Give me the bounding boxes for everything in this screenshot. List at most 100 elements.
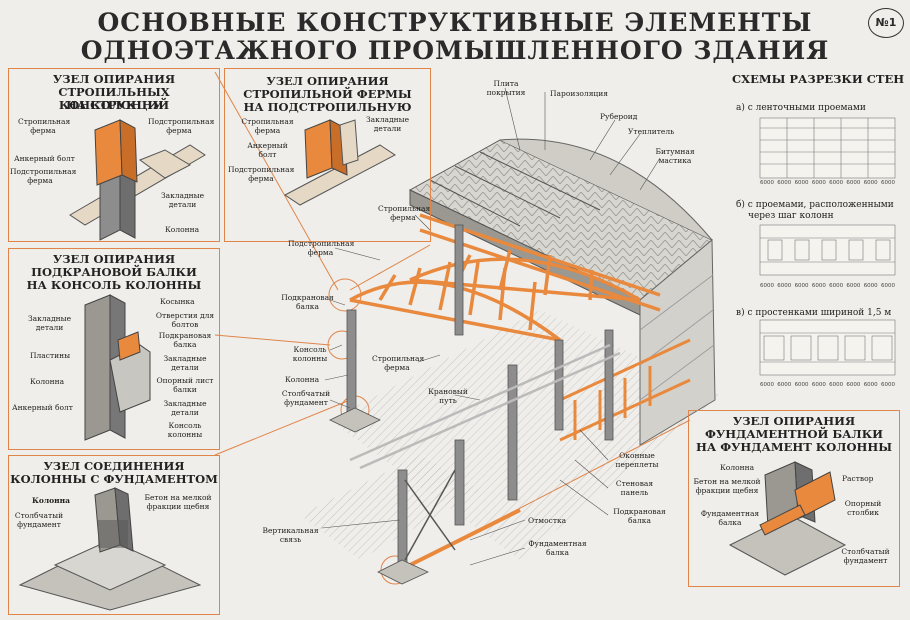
label-support-post: Опорный столбик <box>844 499 882 517</box>
panel4-heading-2: КОЛОННЫ С ФУНДАМЕНТОМ <box>10 472 218 486</box>
wall-dims-a: 6000 6000 6000 6000 6000 6000 6000 6000 <box>760 180 895 186</box>
label-p3-console: Консоль колонны <box>167 421 203 439</box>
panel3-heading-2: ПОДКРАНОВОЙ БАЛКИ <box>31 265 197 279</box>
label-subtruss-2: Подстропильная ферма <box>10 167 77 185</box>
dim-b-3: 6000 <box>794 283 809 289</box>
label-truss: Стропильная ферма <box>18 117 71 135</box>
dim-a-4: 6000 <box>811 180 826 186</box>
label-bitumen-mastic: Битумная мастика <box>655 147 695 165</box>
label-p5-concrete: Бетон на мелкой фракции щебня <box>693 477 761 495</box>
dim-a-1: 6000 <box>760 180 774 186</box>
panel5-heading-1: УЗЕЛ ОПИРАНИЯ <box>732 414 856 428</box>
label-crane-track: Крановый путь <box>428 387 468 405</box>
label-p2-truss: Стропильная ферма <box>241 117 294 135</box>
label-column: Колонна <box>165 225 200 234</box>
panel-foundation-beam: УЗЕЛ ОПИРАНИЯ ФУНДАМЕНТНОЙ БАЛКИ НА ФУНД… <box>688 410 900 587</box>
label-p3-anchor: Анкерный болт <box>12 403 73 412</box>
dim-c-2: 6000 <box>777 382 792 388</box>
dim-a-7: 6000 <box>863 180 878 186</box>
walls-b-caption-1: б) с проемами, расположенными <box>736 200 894 210</box>
dim-a-6: 6000 <box>846 180 861 186</box>
panel1-heading-1: УЗЕЛ ОПИРАНИЯ <box>52 72 176 86</box>
label-p3-embedded-right: Закладные детали <box>163 354 207 372</box>
panel4-heading-1: УЗЕЛ СОЕДИНЕНИЯ <box>43 459 185 473</box>
dim-c-1: 6000 <box>760 382 774 388</box>
dim-b-7: 6000 <box>863 283 878 289</box>
detail-drawing-column-footing <box>18 487 202 611</box>
dim-c-7: 6000 <box>863 382 878 388</box>
dim-b-5: 6000 <box>829 283 844 289</box>
detail-drawing-truss-on-subtruss <box>284 119 396 206</box>
label-holes: Отверстия для болтов <box>155 311 215 329</box>
dim-a-5: 6000 <box>829 180 844 186</box>
label-main-console: Консоль колонны <box>292 345 328 363</box>
label-roof-slab: Плита покрытия <box>486 79 526 97</box>
wall-dims-b: 6000 6000 6000 6000 6000 6000 6000 6000 <box>760 283 895 289</box>
label-p3-embedded-right-2: Закладные детали <box>163 399 207 417</box>
panel-truss-on-column: УЗЕЛ ОПИРАНИЯ СТРОПИЛЬНЫХ КОНСТРУКЦИЙ НА… <box>8 68 220 242</box>
dim-b-1: 6000 <box>760 283 774 289</box>
walls-a-caption: а) с ленточными проемами <box>736 103 866 113</box>
detail-drawing-crane-beam-console <box>84 294 151 441</box>
label-ruberoid: Рубероид <box>600 112 638 121</box>
label-subtruss: Подстропильная ферма <box>148 117 215 135</box>
label-plates: Пластины <box>30 351 71 360</box>
label-anchor-bolt: Анкерный болт <box>14 154 75 163</box>
dim-c-4: 6000 <box>811 382 826 388</box>
detail-drawing-foundation-beam <box>728 461 847 576</box>
panel-crane-beam-console: УЗЕЛ ОПИРАНИЯ ПОДКРАНОВОЙ БАЛКИ НА КОНСО… <box>8 248 220 450</box>
label-main-column: Колонна <box>285 375 320 384</box>
dim-a-2: 6000 <box>777 180 792 186</box>
dim-b-8: 6000 <box>880 283 895 289</box>
label-p5-column: Колонна <box>720 463 755 472</box>
panel2-heading-3: НА ПОДСТРОПИЛЬНУЮ <box>243 100 412 114</box>
label-p5-beam: Фундаментная балка <box>700 509 760 527</box>
panel1-heading-2: СТРОПИЛЬНЫХ КОНСТРУКЦИЙ <box>58 85 170 112</box>
label-main-truss-top: Стропильная ферма <box>378 204 431 222</box>
panel1-heading-3: НА КОЛОННУ <box>66 98 162 112</box>
dim-b-2: 6000 <box>777 283 792 289</box>
label-gusset: Косынка <box>160 297 195 306</box>
title-line-2: ОДНОЭТАЖНОГО ПРОМЫШЛЕННОГО ЗДАНИЯ <box>80 36 830 65</box>
dim-c-6: 6000 <box>846 382 861 388</box>
label-foundation-beam: Фундаментная балка <box>528 539 587 557</box>
wall-scheme-b <box>759 224 896 276</box>
wall-scheme-c <box>759 319 896 376</box>
panel-truss-on-subtruss: УЗЕЛ ОПИРАНИЯ СТРОПИЛЬНОЙ ФЕРМЫ НА ПОДСТ… <box>224 68 431 242</box>
dim-c-8: 6000 <box>880 382 895 388</box>
title-line-1: ОСНОВНЫЕ КОНСТРУКТИВНЫЕ ЭЛЕМЕНТЫ <box>97 8 813 37</box>
label-main-subtruss: Подстропильная ферма <box>288 239 355 257</box>
panel5-heading-2: ФУНДАМЕНТНОЙ БАЛКИ <box>704 427 884 441</box>
dim-a-3: 6000 <box>794 180 809 186</box>
label-embedded: Закладные детали <box>160 191 205 209</box>
panel3-heading-1: УЗЕЛ ОПИРАНИЯ <box>52 252 176 266</box>
sheet-number-badge: №1 <box>868 8 904 38</box>
panel2-heading-2: СТРОПИЛЬНОЙ ФЕРМЫ <box>243 87 412 101</box>
label-main-crane-beam-2: Подкрановая балка <box>613 507 666 525</box>
walls-b-caption-2: через шаг колонн <box>748 211 834 221</box>
label-p2-anchor: Анкерный болт <box>247 141 288 159</box>
label-vapor-barrier: Пароизоляция <box>550 89 608 98</box>
label-blind-area: Отмостка <box>528 516 567 525</box>
dim-b-6: 6000 <box>846 283 861 289</box>
dim-c-5: 6000 <box>829 382 844 388</box>
label-wall-panel: Стеновая панель <box>615 479 654 497</box>
walls-c-caption: в) с простенками шириной 1,5 м <box>736 308 892 318</box>
wall-dims-c: 6000 6000 6000 6000 6000 6000 6000 6000 <box>760 382 895 388</box>
panel-column-footing: УЗЕЛ СОЕДИНЕНИЯ КОЛОННЫ С ФУНДАМЕНТОМ <box>8 455 220 615</box>
label-vertical-bracing: Вертикальная связь <box>262 526 319 544</box>
label-bearing-sheet: Опорный лист балки <box>156 376 214 394</box>
label-p3-crane-beam: Подкрановая балка <box>158 331 212 349</box>
label-p4-concrete: Бетон на мелкой фракции щебня <box>144 493 212 511</box>
walls-heading: СХЕМЫ РАЗРЕЗКИ СТЕН <box>732 72 905 86</box>
label-main-crane-beam: Подкрановая балка <box>281 293 334 311</box>
detail-drawing-truss-on-column <box>69 119 206 241</box>
wall-scheme-a <box>759 117 896 179</box>
label-mortar: Раствор <box>842 474 874 483</box>
label-p4-column: Колонна <box>32 496 70 505</box>
dim-c-3: 6000 <box>794 382 809 388</box>
label-window-frames: Оконные переплеты <box>615 451 659 469</box>
label-p3-embedded-left: Закладные детали <box>27 314 72 332</box>
dim-b-4: 6000 <box>811 283 826 289</box>
